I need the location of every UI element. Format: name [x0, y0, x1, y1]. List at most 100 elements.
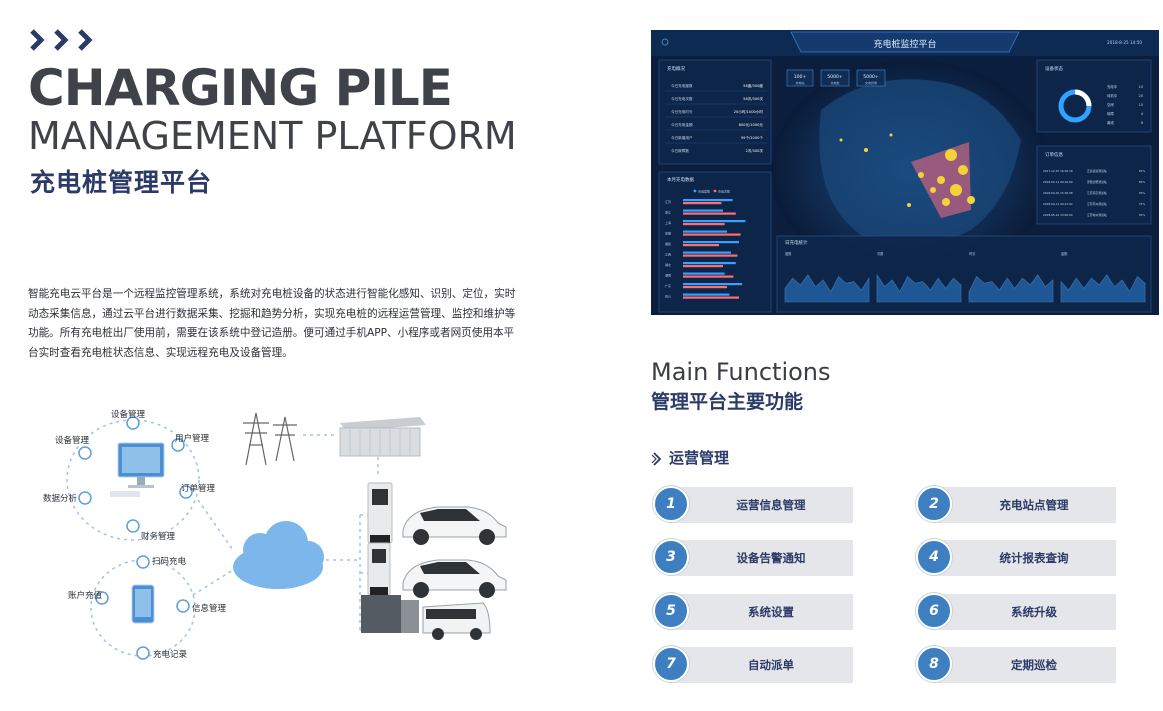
city-bar-b [683, 233, 741, 236]
chevron-right-icon [651, 452, 662, 466]
order-site: 正泰运营测试站 [1087, 169, 1107, 173]
charger-pile-icon [367, 482, 393, 544]
function-item-1: 1 运营信息管理 [653, 486, 853, 523]
city-bar-a [683, 209, 723, 212]
order-time: 2017-12-07 16:36:18 [1043, 169, 1073, 173]
top-stat-label: 充电站 [795, 80, 804, 85]
device-value: 10 [1139, 103, 1143, 107]
legend-label: 充电次数 [718, 189, 730, 194]
mini-chart-label: 时长 [969, 251, 976, 256]
system-topology-illustration: 设备管理 用户管理 订单管理 财务管理 数据分析 设备管理 扫码充电 信息管理 … [43, 409, 507, 660]
city-label: 四川 [665, 295, 671, 299]
function-label: 设备告警通知 [736, 551, 806, 565]
device-label: 离线 [1107, 120, 1114, 125]
overview-value: 20小时/1000小时 [734, 109, 764, 114]
top-stat-value: 5000+ [863, 74, 879, 80]
panel-title: 订单信息 [1045, 151, 1063, 158]
overview-label: 今日充电次数 [671, 96, 693, 101]
function-number: 6 [916, 593, 952, 629]
city-label: 江西 [665, 252, 671, 257]
city-label: 安徽 [665, 231, 671, 236]
intro-line: 功能。所有充电桩出厂使用前，需要在该系统中登记造册。便可通过手机APP、小程序或… [28, 327, 515, 339]
order-time: 2018-02-11 09:16:00 [1043, 180, 1073, 184]
ring-label: 财务管理 [141, 531, 176, 542]
panel-title: 本月充电数据 [667, 176, 694, 183]
function-number: 8 [916, 646, 952, 682]
dashboard-title: 充电桩监控平台 [873, 38, 936, 50]
panel-title: 日充电统计 [785, 239, 808, 246]
city-bar-a [683, 251, 731, 254]
city-bar-a [683, 283, 743, 286]
overview-value: 2次/300次 [745, 148, 763, 153]
city-bar-a [683, 199, 733, 202]
ring-label: 订单管理 [181, 483, 216, 494]
page-title-cn: 充电桩管理平台 [30, 168, 213, 197]
device-value: 6 [1141, 121, 1143, 125]
city-bar-b [683, 244, 719, 247]
order-time: 2018-04-01 15:36:08 [1043, 191, 1073, 195]
function-label: 系统设置 [748, 605, 794, 619]
ring-label: 扫码充电 [152, 556, 187, 567]
charger-pile-icon [367, 542, 391, 596]
city-bar-a [683, 272, 725, 275]
mini-area-chart [1060, 274, 1146, 303]
order-time: 2018-04-11 09:13:02 [1043, 202, 1073, 206]
mini-area-chart [876, 273, 962, 303]
mini-area-chart [784, 274, 870, 303]
order-site: 安徽合肥测试站 [1087, 180, 1107, 184]
order-site: 江苏苏州测试站 [1087, 202, 1107, 206]
function-label: 系统升级 [1011, 605, 1057, 619]
order-time: 2018-05-10 13:00:00 [1043, 213, 1073, 217]
order-value: 35% [1139, 191, 1146, 195]
top-stat-label: 充电桩 [830, 80, 839, 85]
order-value: 55% [1139, 213, 1146, 217]
dashboard-timestamp: 2018-8-25 14:50 [1107, 40, 1142, 45]
ring-label: 用户管理 [175, 433, 210, 444]
order-site: 江苏南京测试站 [1087, 191, 1107, 195]
home-icon [661, 38, 669, 46]
device-value: 4 [1141, 112, 1143, 116]
overview-value: 58度/300度 [743, 83, 763, 88]
city-bar-b [683, 296, 739, 299]
city-label: 福建 [665, 241, 671, 246]
city-bar-a [683, 241, 739, 244]
intro-line: 动态采集信息，通过云平台进行数据采集、挖掘和趋势分析，实现充电桩的远程运营管理、… [28, 307, 516, 320]
city-bar-b [683, 275, 734, 278]
city-bar-b [683, 286, 727, 289]
function-number: 3 [653, 539, 689, 575]
overview-value: 800元/1000元 [739, 123, 764, 127]
mini-chart-label: 金额 [1061, 251, 1068, 256]
function-item-6: 6 系统升级 [916, 593, 1116, 630]
order-value: 75% [1139, 202, 1146, 206]
function-label: 定期巡检 [1011, 658, 1057, 672]
transformer-box-icon [339, 417, 426, 457]
overview-label: 今日故障数 [671, 148, 689, 153]
device-value: 10 [1139, 85, 1143, 89]
intro-line: 智能充电云平台是一个远程监控管理系统，系统对充电桩设备的状态进行智能化感知、识别… [28, 288, 516, 300]
function-number: 5 [653, 593, 689, 629]
ring-label: 设备管理 [111, 409, 146, 420]
function-number: 4 [916, 539, 952, 575]
function-item-4: 4 统计报表查询 [916, 539, 1116, 576]
overview-label: 今日新增用户 [671, 135, 693, 140]
city-bar-b [683, 265, 723, 268]
city-bar-b [683, 223, 725, 226]
monitoring-dashboard-screenshot: 充电桩监控平台 2018-8-25 14:50 100+ 充电站 5000+ 充… [651, 30, 1159, 315]
electric-bus-icon [422, 602, 491, 640]
page-title-en-line2: MANAGEMENT PLATFORM [28, 114, 517, 158]
ring-label: 信息管理 [192, 603, 227, 614]
order-value: 65% [1139, 180, 1146, 184]
city-label: 浙江 [665, 210, 671, 215]
ring-label: 账户充值 [68, 590, 103, 601]
device-value: 20 [1139, 94, 1143, 98]
function-label: 自动派单 [748, 658, 794, 672]
function-item-8: 8 定期巡检 [916, 646, 1116, 683]
ring-label: 设备管理 [55, 435, 90, 446]
city-bar-a [683, 293, 730, 296]
ring-label: 数据分析 [43, 493, 78, 504]
power-pylon-icon [243, 412, 297, 466]
function-label: 充电站点管理 [999, 498, 1069, 512]
function-item-7: 7 自动派单 [653, 646, 853, 683]
device-label: 充电中 [1107, 84, 1118, 89]
mini-area-chart [968, 274, 1054, 303]
